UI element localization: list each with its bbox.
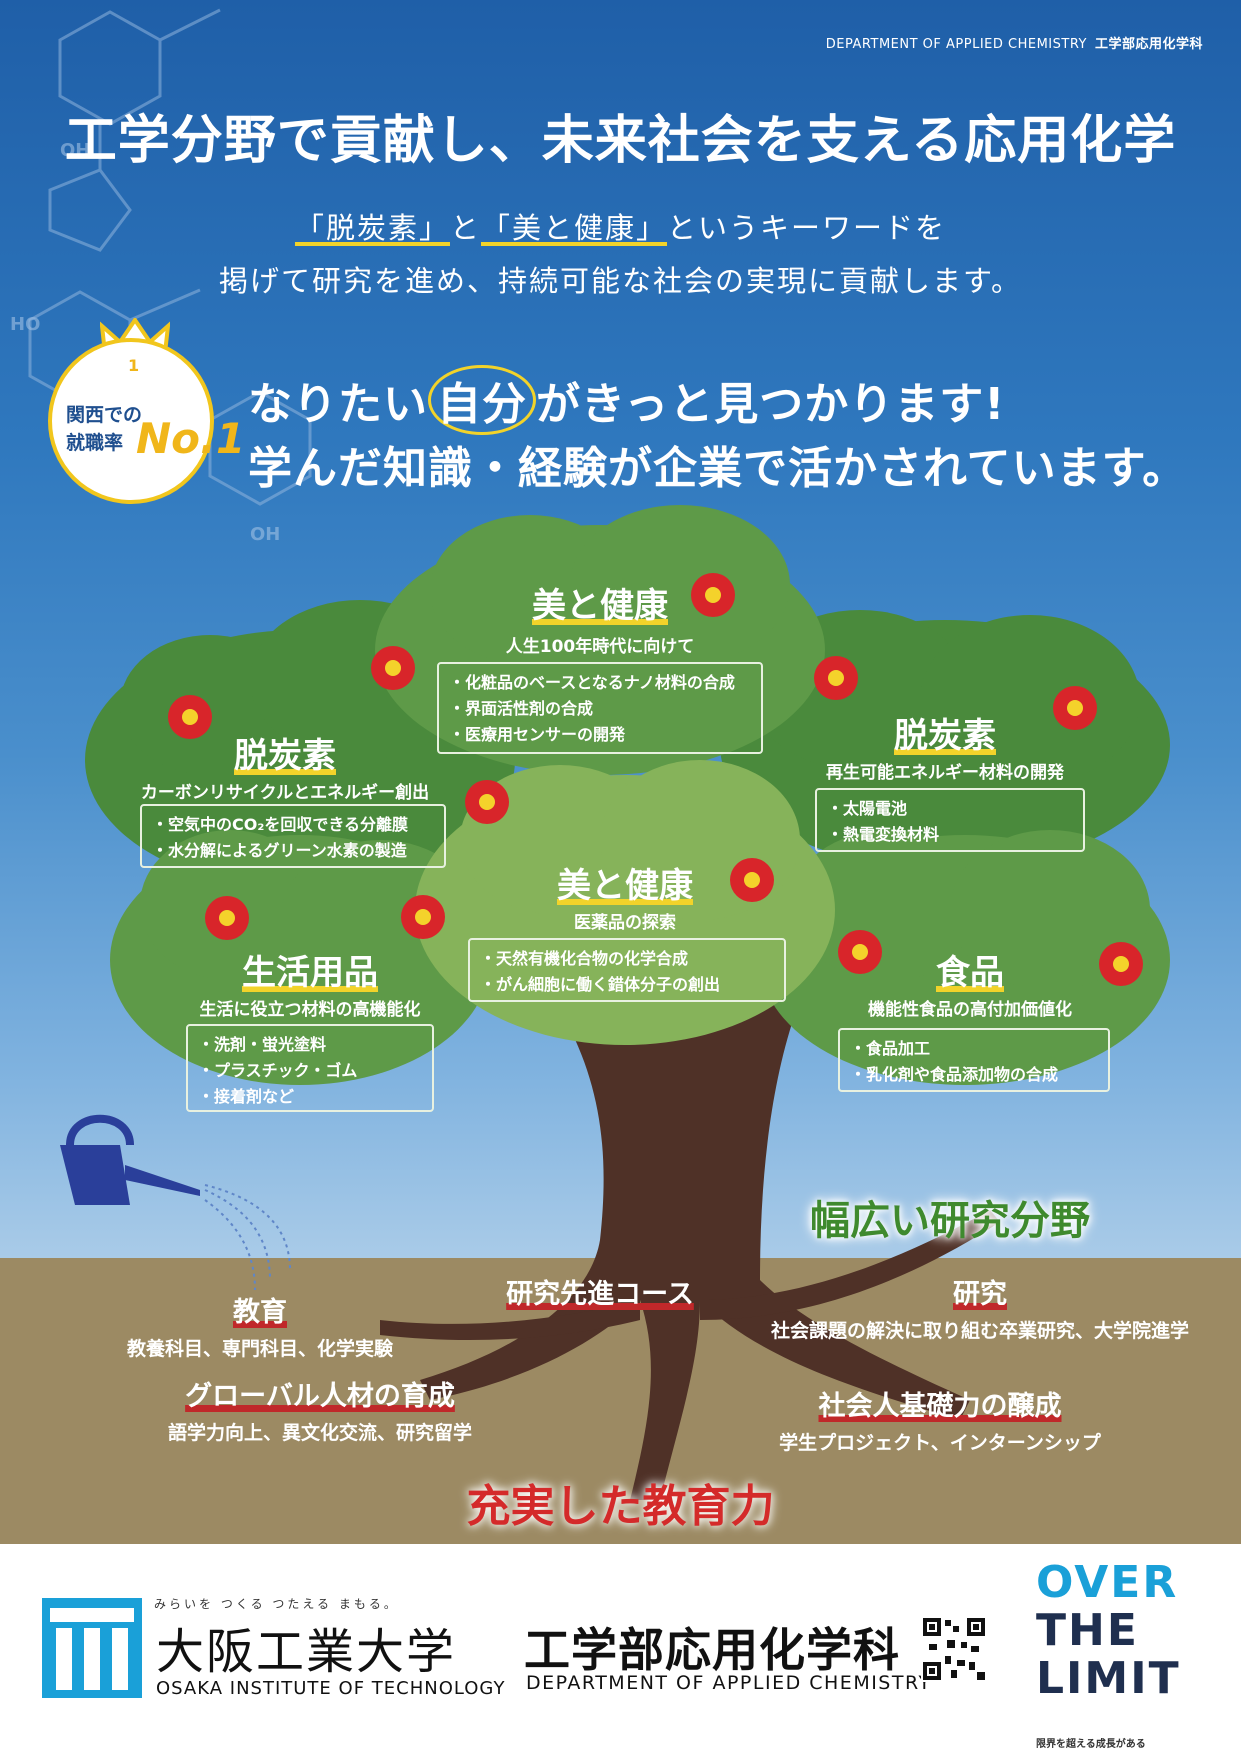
cloud-left-label: 脱炭素 bbox=[234, 736, 336, 776]
cloud-lower-right-sub: 機能性食品の高付加価値化 bbox=[868, 1000, 1072, 1020]
employment-rate-badge: 1 関西での 就職率 No.1 bbox=[48, 338, 245, 504]
keyword-beauty-health: 「美と健康」 bbox=[481, 211, 668, 245]
list-item: ・化粧品のベースとなるナノ材料の合成 bbox=[449, 673, 735, 692]
subtitle-conjunction: と bbox=[449, 211, 481, 245]
list-item: ・太陽電池 bbox=[827, 799, 908, 818]
keyword-decarbonization: 「脱炭素」 bbox=[294, 211, 450, 245]
list-item: ・プラスチック・ゴム bbox=[198, 1061, 358, 1080]
lead-line2: 学んだ知識・経験が企業で活かされています。 bbox=[248, 443, 1188, 494]
header-department: DEPARTMENT OF APPLIED CHEMISTRY 工学部応用化学科 bbox=[826, 33, 1203, 52]
subtitle-line2: 掲げて研究を進め、持続可能な社会の実現に貢献します。 bbox=[218, 264, 1023, 298]
cloud-lower-left-sub: 生活に役立つ材料の高機能化 bbox=[199, 1000, 421, 1020]
cloud-center-label: 美と健康 bbox=[557, 866, 693, 906]
advanced-course-label: 研究先進コース bbox=[506, 1279, 694, 1310]
list-item: ・接着剤など bbox=[198, 1087, 295, 1106]
subtitle-line1: 「脱炭素」と「美と健康」というキーワードを bbox=[0, 205, 1241, 247]
list-item: ・医療用センサーの開発 bbox=[449, 725, 626, 744]
cloud-right-sub: 再生可能エネルギー材料の開発 bbox=[826, 763, 1064, 783]
cloud-lower-left-label: 生活用品 bbox=[242, 953, 378, 993]
education-text: 教養科目、専門科目、化学実験 bbox=[126, 1338, 393, 1360]
page-title: 工学分野で貢献し、未来社会を支える応用化学 bbox=[64, 111, 1177, 171]
svg-text:OH: OH bbox=[250, 524, 280, 545]
department-ja-label: 工学部応用化学科 bbox=[1094, 37, 1203, 52]
university-tagline: みらいを つくる つたえる まもる。 bbox=[154, 1597, 399, 1611]
list-item: ・洗剤・蛍光塗料 bbox=[198, 1035, 327, 1054]
education-head: 教育 bbox=[233, 1297, 287, 1328]
list-item: ・食品加工 bbox=[850, 1039, 931, 1058]
badge-line2: 就職率 bbox=[66, 432, 124, 454]
global-head: グローバル人材の育成 bbox=[185, 1381, 455, 1412]
cloud-center-box: ・天然有機化合物の化学合成 ・がん細胞に働く錯体分子の創出 bbox=[468, 938, 786, 1002]
department-en-label: DEPARTMENT OF APPLIED CHEMISTRY bbox=[825, 37, 1087, 52]
list-item: ・乳化剤や食品添加物の合成 bbox=[850, 1065, 1059, 1084]
social-head: 社会人基礎力の醸成 bbox=[818, 1391, 1062, 1422]
cloud-lower-right-box: ・食品加工 ・乳化剤や食品添加物の合成 bbox=[838, 1028, 1110, 1092]
research-fields-title: 幅広い研究分野 bbox=[810, 1198, 1090, 1244]
global-text: 語学力向上、異文化交流、研究留学 bbox=[167, 1422, 472, 1444]
over-the-limit-word2: THE bbox=[1036, 1605, 1139, 1656]
lead-line1: なりたい自分がきっと見つかります! bbox=[248, 365, 1005, 435]
over-the-limit-word1: OVER bbox=[1036, 1557, 1179, 1608]
university-name: 大阪工業大学 bbox=[156, 1624, 457, 1680]
camellia-flowers bbox=[168, 573, 1143, 986]
cloud-left-sub: カーボンリサイクルとエネルギー創出 bbox=[140, 783, 430, 803]
list-item: ・空気中のCO₂を回収できる分離膜 bbox=[152, 815, 409, 834]
badge-no1: No.1 bbox=[136, 414, 246, 463]
cloud-top-label: 美と健康 bbox=[532, 586, 668, 626]
cloud-top-box: ・化粧品のベースとなるナノ材料の合成 ・界面活性剤の合成 ・医療用センサーの開発 bbox=[437, 662, 763, 754]
qr-code-icon[interactable] bbox=[921, 1616, 987, 1682]
watering-can-icon bbox=[60, 1114, 291, 1291]
lead-highlight: 自分 bbox=[428, 365, 536, 435]
research-text: 社会課題の解決に取り組む卒業研究、大学院進学 bbox=[770, 1320, 1189, 1342]
tree-illustration bbox=[60, 505, 1170, 1500]
education-power-title: 充実した教育力 bbox=[466, 1481, 775, 1532]
list-item: ・がん細胞に働く錯体分子の創出 bbox=[480, 975, 721, 994]
social-text: 学生プロジェクト、インターンシップ bbox=[779, 1432, 1101, 1454]
cloud-lower-left-box: ・洗剤・蛍光塗料 ・プラスチック・ゴム ・接着剤など bbox=[186, 1024, 434, 1112]
over-the-limit-word3: LIMIT bbox=[1036, 1653, 1181, 1704]
university-name-en: OSAKA INSTITUTE OF TECHNOLOGY bbox=[156, 1678, 506, 1699]
oit-logo-icon bbox=[42, 1598, 142, 1698]
list-item: ・熱電変換材料 bbox=[827, 825, 940, 844]
cloud-top-sub: 人生100年時代に向けて bbox=[505, 637, 695, 657]
cloud-right-label: 脱炭素 bbox=[894, 716, 996, 756]
badge-line1: 関西での bbox=[66, 404, 143, 426]
svg-text:HO: HO bbox=[10, 314, 40, 335]
list-item: ・水分解によるグリーン水素の製造 bbox=[152, 841, 407, 860]
over-the-limit-subtitle: 限界を超える成長がある bbox=[1036, 1739, 1146, 1750]
cloud-center-sub: 医薬品の探索 bbox=[574, 913, 676, 933]
footer-department-en: DEPARTMENT OF APPLIED CHEMISTRY bbox=[526, 1672, 932, 1694]
list-item: ・界面活性剤の合成 bbox=[449, 699, 594, 718]
list-item: ・天然有機化合物の化学合成 bbox=[480, 949, 689, 968]
lead-line1-pre: なりたい bbox=[248, 379, 428, 430]
cloud-left-box: ・空気中のCO₂を回収できる分離膜 ・水分解によるグリーン水素の製造 bbox=[140, 804, 446, 868]
research-head: 研究 bbox=[953, 1279, 1007, 1310]
subtitle-rest: というキーワードを bbox=[667, 211, 947, 245]
badge-rank: 1 bbox=[128, 356, 140, 375]
cloud-lower-right-label: 食品 bbox=[936, 953, 1004, 993]
footer-department-name: 工学部応用化学科 bbox=[524, 1623, 900, 1677]
footer-background bbox=[0, 1544, 1241, 1754]
cloud-right-box: ・太陽電池 ・熱電変換材料 bbox=[815, 788, 1085, 852]
svg-text:OH: OH bbox=[60, 140, 90, 161]
lead-line1-post: がきっと見つかります! bbox=[536, 379, 1006, 430]
